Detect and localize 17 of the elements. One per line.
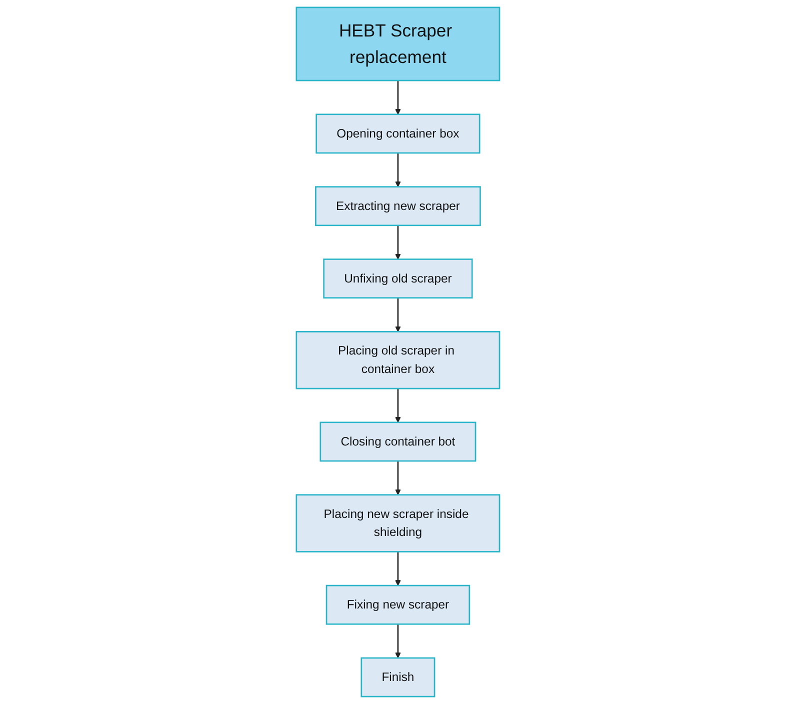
arrow xyxy=(394,298,400,332)
node-box: Unfixing old scraper xyxy=(322,258,472,299)
arrow xyxy=(394,225,400,260)
arrow xyxy=(394,80,400,115)
arrow xyxy=(394,152,400,188)
node-box: Placing new scraper inside shielding xyxy=(295,494,500,552)
node-box: Placing old scraper in container box xyxy=(295,331,500,390)
node-box: Extracting new scraper xyxy=(314,186,480,226)
node-box: HEBT Scraper replacement xyxy=(295,6,500,82)
arrow xyxy=(394,552,400,586)
arrow xyxy=(394,388,400,423)
node-box: Fixing new scraper xyxy=(325,584,470,625)
arrow xyxy=(394,624,400,658)
arrow xyxy=(394,460,400,496)
node-box: Finish xyxy=(360,657,435,698)
node-box: Opening container box xyxy=(315,114,480,154)
node-box: Closing container bot xyxy=(319,422,476,462)
